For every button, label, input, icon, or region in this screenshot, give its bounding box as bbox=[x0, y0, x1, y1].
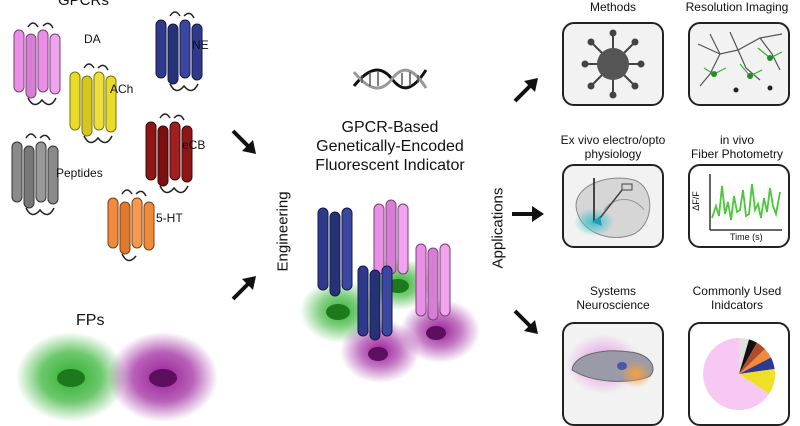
panel-title-ex-vivo: Ex vivo electro/opto physiology bbox=[543, 133, 683, 161]
receptor-peptides-icon bbox=[11, 133, 59, 216]
panel-title-systems-line-2: Neuroscience bbox=[576, 298, 650, 312]
panel-title-fiber-photometry: in vivo Fiber Photometry bbox=[677, 133, 797, 161]
trace-ylabel: ΔF/F bbox=[690, 191, 701, 211]
indicator-title: GPCR-Based Genetically-Encoded Fluoresce… bbox=[290, 118, 490, 175]
panel-title-fiber-line-2: Fiber Photometry bbox=[690, 147, 784, 161]
label-ach: ACh bbox=[110, 82, 134, 96]
fp-purple-glow bbox=[108, 332, 218, 422]
receptor-ach-icon bbox=[69, 63, 117, 144]
label-ecb: eCB bbox=[182, 138, 206, 152]
gpcrs-header: GPCRs bbox=[58, 0, 109, 9]
fps-label: FPs bbox=[76, 312, 105, 329]
arrow-to-systems-icon bbox=[513, 309, 538, 334]
panel-title-ex-vivo-line-1: Ex vivo electro/opto bbox=[560, 133, 666, 147]
fp-green-glow bbox=[16, 332, 126, 422]
receptor-5ht-icon bbox=[107, 189, 155, 262]
panel-title-indicators-line-2: Inidcators bbox=[710, 298, 764, 312]
panel-title-systems-line-1: Systems bbox=[589, 284, 636, 298]
receptor-ecb-icon bbox=[145, 113, 193, 194]
panel-title-resolution-imaging: Resolution Imaging bbox=[685, 0, 789, 14]
indicator-title-line-2: Genetically-Encoded bbox=[316, 138, 464, 155]
dna-icon bbox=[352, 68, 428, 90]
panel-resolution-imaging bbox=[688, 22, 790, 106]
panel-title-indicators-line-1: Commonly Used bbox=[692, 284, 782, 298]
brain-slice-icon bbox=[574, 177, 651, 238]
panel-systems-neuroscience bbox=[562, 322, 664, 426]
panel-title-methods: Methods bbox=[589, 0, 637, 14]
engineering-label: Engineering bbox=[274, 191, 292, 272]
photometry-trace bbox=[709, 174, 782, 231]
label-da: DA bbox=[84, 32, 101, 46]
panel-methods bbox=[562, 22, 664, 106]
indicator-title-line-1: GPCR-Based bbox=[341, 119, 439, 136]
panel-ex-vivo bbox=[562, 164, 664, 248]
indicator-title-line-3: Fluorescent Indicator bbox=[315, 157, 465, 174]
brain-icon bbox=[566, 334, 654, 394]
arrow-to-methods-icon bbox=[513, 78, 538, 103]
label-peptides: Peptides bbox=[56, 166, 103, 180]
panel-title-systems: Systems Neuroscience bbox=[553, 284, 673, 312]
indicator-cluster-illustration bbox=[300, 199, 480, 383]
neurons-icon bbox=[697, 31, 783, 93]
applications-label: Applications bbox=[489, 187, 507, 269]
receptor-da-icon bbox=[13, 22, 61, 106]
receptor-ne-icon bbox=[155, 11, 203, 92]
indicators-pie-chart bbox=[703, 337, 775, 410]
arrow-gpcr-to-engineering-icon bbox=[231, 129, 256, 154]
arrow-fp-to-engineering-icon bbox=[231, 276, 256, 301]
nanoparticle-icon bbox=[581, 29, 645, 99]
trace-xlabel: Time (s) bbox=[730, 232, 763, 242]
arrow-to-physiology-icon bbox=[512, 206, 544, 222]
label-5ht: 5-HT bbox=[156, 211, 183, 225]
label-ne: NE bbox=[192, 38, 209, 52]
panel-fiber-photometry: ΔF/F Time (s) bbox=[688, 164, 790, 248]
panel-commonly-used-indicators bbox=[688, 322, 790, 426]
panel-title-fiber-line-1: in vivo bbox=[719, 133, 754, 147]
panel-title-ex-vivo-line-2: physiology bbox=[584, 147, 642, 161]
panel-title-indicators: Commonly Used Inidcators bbox=[677, 284, 797, 312]
